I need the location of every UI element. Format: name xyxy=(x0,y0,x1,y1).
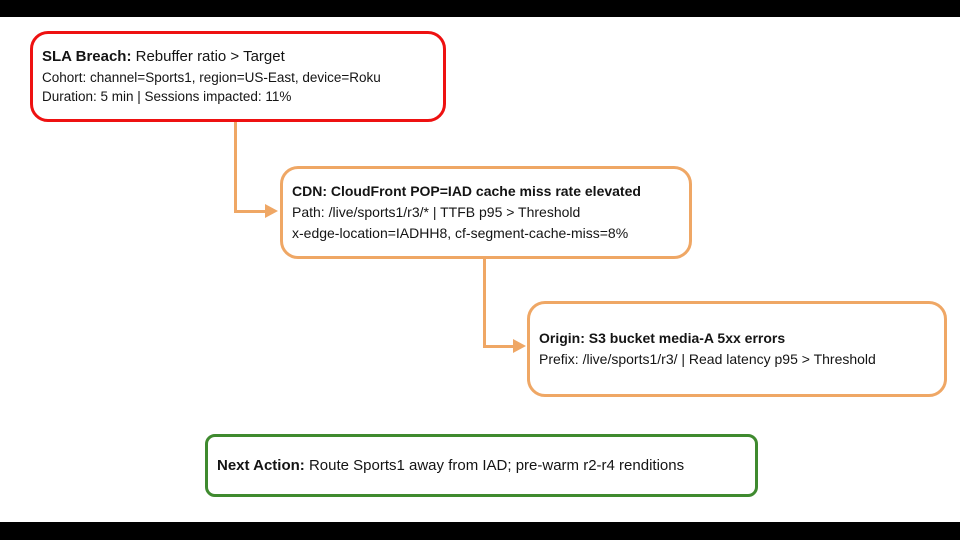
node-next-action: Next Action: Route Sports1 away from IAD… xyxy=(205,434,758,497)
arrowhead-right-icon xyxy=(265,204,278,218)
connector-cdn-to-origin-horizontal xyxy=(483,345,514,348)
node-title-rest: Rebuffer ratio > Target xyxy=(131,48,285,65)
node-title: Next Action: Route Sports1 away from IAD… xyxy=(217,456,743,476)
node-title-rest: Route Sports1 away from IAD; pre-warm r2… xyxy=(304,456,685,474)
node-origin-5xx: Origin: S3 bucket media-A 5xx errors Pre… xyxy=(527,301,947,397)
connector-sla-to-cdn-vertical xyxy=(234,122,237,212)
node-detail-line: Duration: 5 min | Sessions impacted: 11% xyxy=(42,89,292,104)
node-title-bold: SLA Breach: xyxy=(42,48,132,65)
letterbox-bar-bottom xyxy=(0,522,960,540)
node-cdn-cache-miss: CDN: CloudFront POP=IAD cache miss rate … xyxy=(280,166,692,259)
connector-cdn-to-origin-vertical xyxy=(483,259,486,348)
node-sla-breach: SLA Breach: Rebuffer ratio > Target Coho… xyxy=(30,31,446,122)
node-detail-line: Cohort: channel=Sports1, region=US-East,… xyxy=(42,70,381,85)
node-detail-line: Prefix: /live/sports1/r3/ | Read latency… xyxy=(539,351,876,367)
node-title-bold: Next Action: xyxy=(217,456,305,474)
node-title: CDN: CloudFront POP=IAD cache miss rate … xyxy=(292,183,641,199)
node-title: Origin: S3 bucket media-A 5xx errors xyxy=(539,330,786,346)
arrowhead-right-icon xyxy=(513,339,526,353)
connector-sla-to-cdn-horizontal xyxy=(234,210,266,213)
letterbox-bar-top xyxy=(0,0,960,17)
node-detail-line: x-edge-location=IADHH8, cf-segment-cache… xyxy=(292,225,629,241)
node-detail-line: Path: /live/sports1/r3/* | TTFB p95 > Th… xyxy=(292,204,581,220)
node-title: SLA Breach: Rebuffer ratio > Target xyxy=(42,47,431,67)
